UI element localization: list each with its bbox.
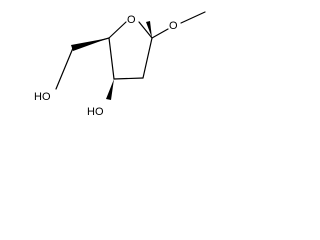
bond-ch2-oh [55, 47, 74, 90]
bond-methoxy-o-ch3 [180, 11, 206, 24]
ring-hydroxyl-label: HO [87, 106, 104, 118]
molecule-structure: O O HO HO [34, 11, 206, 118]
wedge-bond-c3-oh [106, 79, 114, 100]
bond-c4-ring-o [108, 21, 127, 39]
wedge-bond-c4 [71, 38, 109, 51]
hydroxymethyl-oh-label: HO [34, 91, 51, 103]
bond-c1-methoxy-o [151, 28, 169, 39]
bond-c3-c4 [108, 37, 115, 80]
bond-ring-o-c1 [138, 21, 153, 39]
bond-c2-c3 [113, 77, 144, 80]
methoxy-oxygen-label: O [169, 20, 178, 32]
bond-c1-c2 [142, 37, 153, 79]
wedge-bond-c1 [146, 21, 152, 38]
ring-oxygen-label: O [127, 14, 136, 26]
